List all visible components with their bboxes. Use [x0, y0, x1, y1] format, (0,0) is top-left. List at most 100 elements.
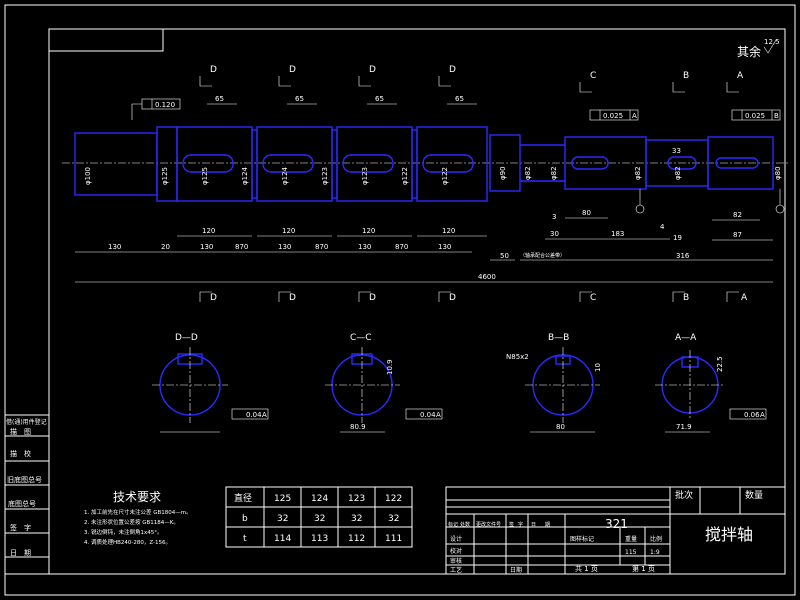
svg-text:D: D — [369, 65, 376, 75]
svg-text:115: 115 — [625, 549, 637, 556]
svg-text:4. 调质处理HB240-280，Z-156。: 4. 调质处理HB240-280，Z-156。 — [84, 538, 171, 546]
parameter-table: 直径 125 124 123 122 b 32 32 32 32 t 114 1… — [225, 486, 413, 548]
svg-text:124: 124 — [311, 494, 328, 504]
svg-text:1. 加工前先在尺寸未注公差 GB1804—m。: 1. 加工前先在尺寸未注公差 GB1804—m。 — [84, 508, 192, 516]
svg-text:日: 日 — [531, 522, 536, 528]
svg-text:C: C — [590, 293, 596, 303]
svg-text:0.025: 0.025 — [745, 112, 765, 120]
svg-text:19: 19 — [673, 234, 682, 242]
svg-text:φ124: φ124 — [241, 166, 249, 185]
svg-text:A: A — [436, 411, 441, 419]
svg-text:处数: 处数 — [460, 521, 470, 528]
svg-text:130: 130 — [200, 243, 213, 251]
svg-text:共 1 页: 共 1 页 — [575, 564, 598, 573]
svg-text:搅拌轴: 搅拌轴 — [705, 525, 753, 544]
svg-text:1:9: 1:9 — [650, 549, 660, 556]
svg-text:直径: 直径 — [234, 492, 252, 504]
svg-text:183: 183 — [611, 230, 624, 238]
keyway-dims: 65 65 65 65 — [207, 95, 477, 105]
inner-frame — [48, 28, 786, 575]
svg-text:112: 112 — [348, 534, 365, 544]
svg-text:113: 113 — [311, 534, 328, 544]
svg-text:描 校: 描 校 — [10, 449, 31, 458]
svg-text:3: 3 — [552, 213, 556, 221]
svg-text:B: B — [683, 293, 689, 303]
tolerance-frame-2: 0.025 A — [589, 109, 639, 121]
svg-text:φ90: φ90 — [499, 166, 507, 180]
svg-text:32: 32 — [314, 514, 325, 524]
svg-text:A: A — [760, 411, 765, 419]
svg-text:114: 114 — [274, 534, 291, 544]
svg-text:D: D — [369, 293, 376, 303]
svg-text:A: A — [262, 411, 267, 419]
svg-text:φ125: φ125 — [161, 167, 169, 185]
svg-text:65: 65 — [215, 95, 224, 103]
svg-text:B—B: B—B — [548, 333, 569, 343]
svg-text:批次: 批次 — [675, 489, 693, 501]
svg-text:4: 4 — [660, 223, 665, 231]
svg-text:φ123: φ123 — [361, 167, 369, 185]
svg-text:65: 65 — [295, 95, 304, 103]
svg-text:φ123: φ123 — [321, 167, 329, 185]
section-b-b: B—B N85x2 80 10 — [506, 333, 602, 433]
svg-text:30: 30 — [550, 230, 559, 238]
datum-markers — [635, 189, 785, 214]
shaft-main-view — [62, 126, 790, 202]
svg-text:22.5: 22.5 — [716, 356, 724, 372]
svg-text:20: 20 — [161, 243, 170, 251]
svg-text:日 期: 日 期 — [10, 549, 31, 557]
svg-text:日期: 日期 — [510, 566, 522, 574]
section-a-a: A—A 71.9 22.5 0.06 A — [655, 333, 767, 433]
svg-text:D: D — [449, 65, 456, 75]
svg-text:0.04: 0.04 — [246, 411, 262, 419]
svg-text:71.9: 71.9 — [676, 423, 692, 431]
svg-text:签: 签 — [509, 521, 514, 528]
svg-text:B: B — [774, 112, 779, 120]
svg-text:870: 870 — [235, 243, 248, 251]
svg-text:期: 期 — [545, 522, 550, 528]
svg-text:φ82: φ82 — [674, 166, 682, 180]
svg-text:A: A — [737, 71, 744, 81]
svg-text:φ100: φ100 — [84, 167, 92, 185]
svg-text:65: 65 — [375, 95, 384, 103]
svg-text:130: 130 — [358, 243, 371, 251]
svg-text:32: 32 — [388, 514, 399, 524]
svg-text:130: 130 — [108, 243, 121, 251]
svg-text:80: 80 — [582, 209, 591, 217]
svg-text:审核: 审核 — [450, 557, 462, 565]
svg-text:D: D — [289, 65, 296, 75]
svg-text:D: D — [210, 293, 217, 303]
svg-text:D: D — [449, 293, 456, 303]
tolerance-frame-3: 0.025 B — [731, 109, 781, 121]
svg-text:0.120: 0.120 — [155, 101, 175, 109]
svg-text:B: B — [683, 71, 689, 81]
svg-text:C—C: C—C — [350, 333, 372, 343]
svg-text:321: 321 — [605, 517, 628, 531]
tolerance-frame-1: 0.120 — [131, 98, 181, 120]
svg-text:0.06: 0.06 — [744, 411, 760, 419]
outer-frame — [4, 4, 796, 596]
svg-text:φ124: φ124 — [281, 166, 289, 185]
svg-text:D—D: D—D — [175, 333, 198, 343]
svg-text:D: D — [289, 293, 296, 303]
svg-text:80: 80 — [556, 423, 565, 431]
svg-text:φ82: φ82 — [524, 166, 532, 180]
svg-text:2. 未注形状位置公差按 GB1184—K。: 2. 未注形状位置公差按 GB1184—K。 — [84, 518, 179, 526]
section-c-c: C—C 80.9 10.9 0.04 A — [325, 333, 443, 433]
svg-text:130: 130 — [278, 243, 291, 251]
svg-text:111: 111 — [385, 534, 402, 544]
svg-text:更改文件号: 更改文件号 — [476, 521, 501, 528]
diameter-labels: φ100 φ125 φ125 φ124 φ124 φ123 φ123 φ122 … — [84, 166, 782, 185]
svg-text:校对: 校对 — [450, 547, 462, 555]
svg-text:122: 122 — [385, 494, 402, 504]
svg-text:字: 字 — [518, 521, 523, 528]
svg-text:C: C — [590, 71, 596, 81]
svg-text:123: 123 — [348, 494, 365, 504]
svg-text:φ125: φ125 — [201, 167, 209, 185]
left-sign-strip: 借(通)用件登记 描 图 描 校 旧底图总号 底图总号 签 字 日 期 — [4, 414, 50, 575]
svg-text:10: 10 — [594, 363, 602, 372]
svg-text:φ80: φ80 — [774, 166, 782, 180]
svg-text:32: 32 — [277, 514, 288, 524]
svg-text:图样标记: 图样标记 — [570, 535, 594, 543]
svg-text:标记: 标记 — [448, 521, 458, 528]
